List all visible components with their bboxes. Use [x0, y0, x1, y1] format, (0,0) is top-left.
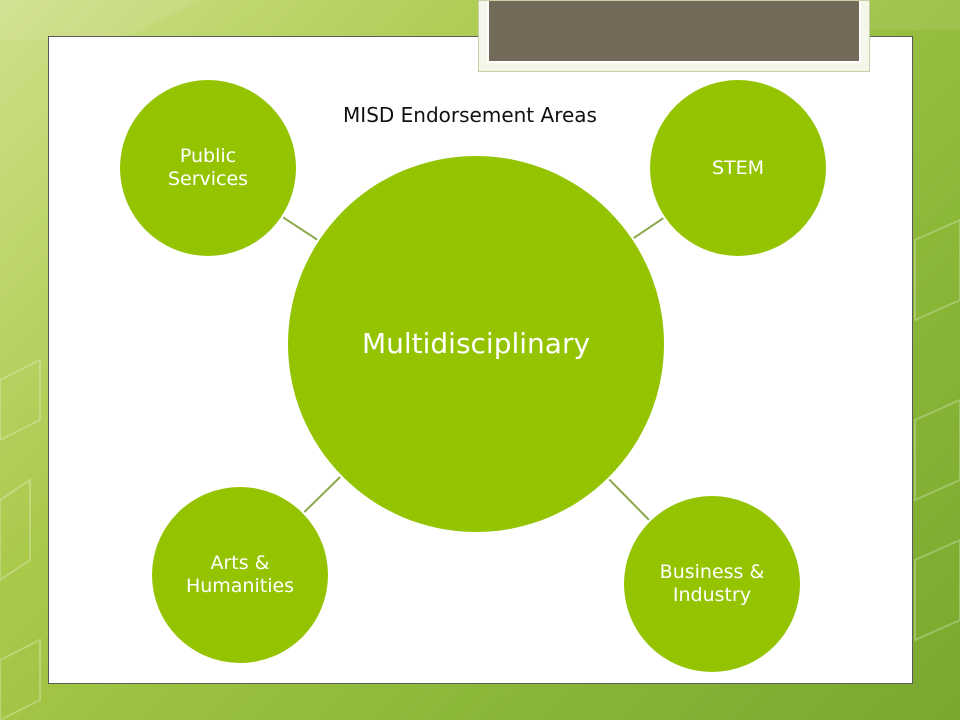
node-center	[288, 156, 664, 532]
connector-public-services	[282, 216, 318, 241]
connector-arts-humanities	[303, 476, 341, 513]
node-public-services	[120, 80, 296, 256]
diagram-title: MISD Endorsement Areas	[343, 103, 597, 127]
node-label-arts-humanities: Arts & Humanities	[185, 552, 295, 597]
node-arts-humanities	[152, 487, 328, 663]
node-business-industry	[624, 496, 800, 672]
center-label: Multidisciplinary	[361, 327, 591, 361]
node-label-business-industry: Business & Industry	[659, 561, 765, 606]
connector-business-industry	[608, 478, 650, 521]
node-label-stem: STEM	[711, 156, 765, 179]
connectors	[282, 216, 664, 521]
title-placeholder-fill	[487, 1, 861, 63]
node-label-public-services: Public Services	[167, 145, 249, 190]
connector-stem	[633, 217, 664, 239]
node-circles	[120, 80, 826, 672]
title-placeholder	[478, 0, 870, 72]
node-stem	[650, 80, 826, 256]
